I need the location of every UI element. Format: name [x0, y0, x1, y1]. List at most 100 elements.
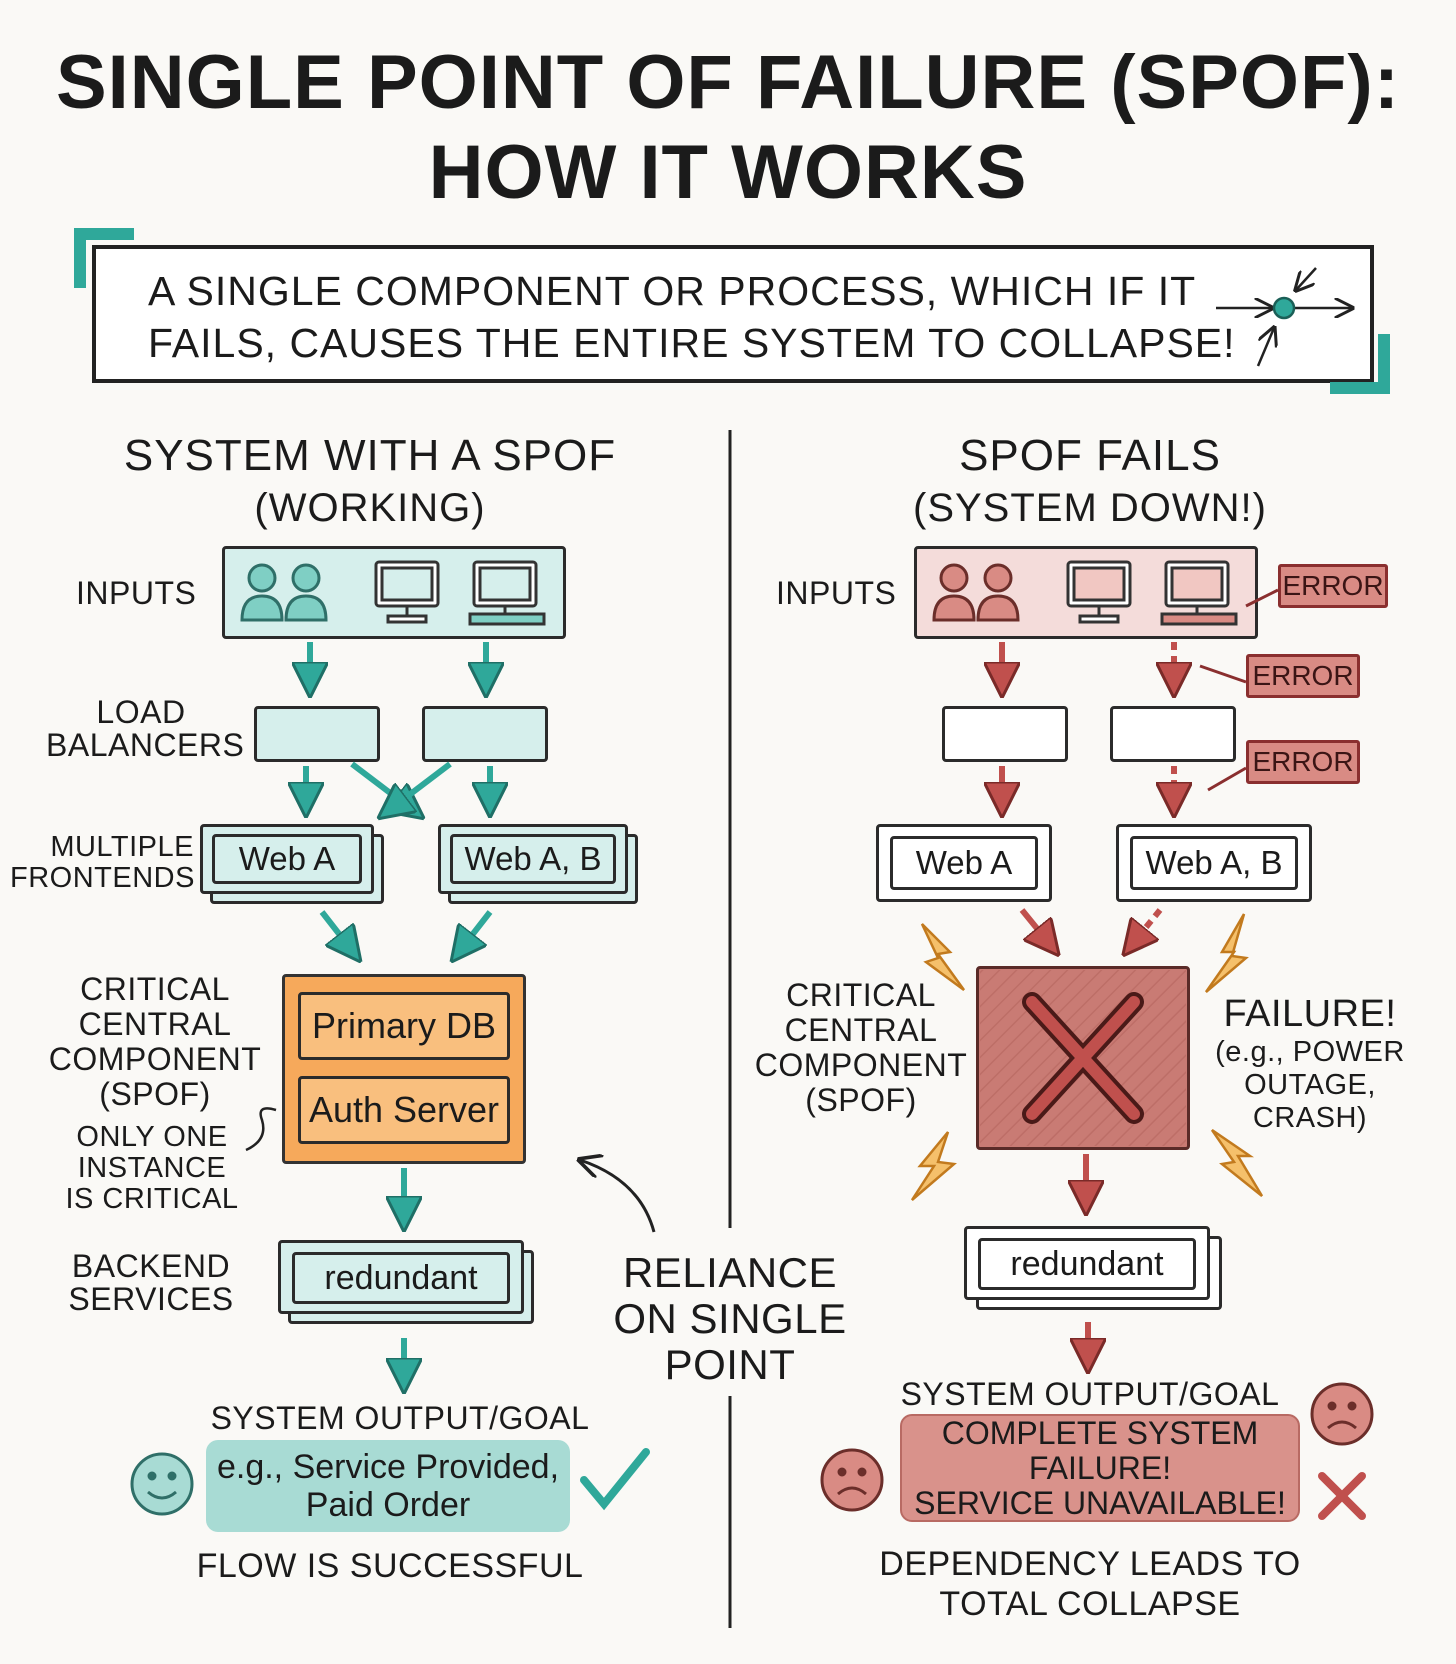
- left-backend-label: BACKEND SERVICES: [66, 1250, 236, 1316]
- monitor-icon: [374, 560, 440, 624]
- single-point-icon: [1216, 267, 1352, 367]
- failure-example-line2: OUTAGE,: [1244, 1069, 1376, 1101]
- right-frontend-ab-label: Web A, B: [1145, 844, 1283, 881]
- left-load-balancer-1: [254, 706, 380, 762]
- right-inputs-label: INPUTS: [776, 575, 897, 611]
- error-pointers: [1199, 588, 1279, 792]
- corner-accent-top-side: [74, 228, 86, 288]
- left-backend-box[interactable]: [292, 1252, 510, 1304]
- left-output-label: SYSTEM OUTPUT/GOAL: [210, 1400, 590, 1436]
- corner-accent-bottom-side: [1378, 334, 1390, 394]
- left-lb-label-line1: LOAD: [96, 694, 186, 730]
- right-output-line1: COMPLETE SYSTEM: [941, 1414, 1259, 1451]
- left-output-box: e.g., Service Provided, Paid Order: [206, 1440, 570, 1532]
- definition-box: [92, 245, 1374, 383]
- left-frontend-ab[interactable]: [450, 834, 616, 884]
- monitor-icon: [1066, 560, 1132, 624]
- right-backend-label-text: redundant: [1010, 1244, 1164, 1283]
- right-crit-label: CRITICAL CENTRAL COMPONENT (SPOF): [746, 978, 976, 1118]
- lightning-icon: [920, 923, 966, 992]
- reliance-line2: ON SINGLE: [613, 1295, 847, 1342]
- right-output-line3: SERVICE UNAVAILABLE!: [914, 1484, 1286, 1521]
- right-backend-box[interactable]: [978, 1238, 1196, 1290]
- user-pair-icon: [932, 563, 1020, 622]
- left-backend-line1: BACKEND: [71, 1248, 231, 1284]
- user-pair-icon: [240, 563, 328, 622]
- left-load-balancer-2: [422, 706, 548, 762]
- definition-line1: A SINGLE COMPONENT OR PROCESS, WHICH IF …: [148, 268, 1197, 314]
- left-fe-label-line2: FRONTENDS: [10, 862, 195, 894]
- primary-db-label: Primary DB: [311, 1005, 496, 1046]
- failure-label: FAILURE!: [1223, 993, 1397, 1035]
- left-fe-label-line1: MULTIPLE: [50, 831, 194, 863]
- right-crit-line4: (SPOF): [805, 1082, 917, 1118]
- right-crit-line2: CENTRAL: [784, 1012, 938, 1048]
- right-frontend-ab[interactable]: [1130, 836, 1298, 890]
- error-tag-lb: ERROR: [1246, 654, 1360, 698]
- left-only-line1: ONLY ONE: [76, 1121, 228, 1153]
- left-flow-label: FLOW IS SUCCESSFUL: [196, 1547, 584, 1585]
- auth-server-box[interactable]: [298, 1076, 510, 1144]
- left-frontend-a-label: Web A: [238, 840, 336, 877]
- corner-accent-top: [74, 228, 134, 240]
- right-flow-arrows: [1002, 642, 1174, 1356]
- error-tag-inputs: ERROR: [1278, 564, 1388, 608]
- monitor-icon: [468, 560, 546, 626]
- page-title-line2: HOW IT WORKS: [428, 130, 1028, 215]
- definition-line2: FAILS, CAUSES THE ENTIRE SYSTEM TO COLLA…: [148, 320, 1236, 366]
- reliance-label: RELIANCE ON SINGLE POINT: [610, 1250, 850, 1388]
- checkmark-icon: [580, 1448, 650, 1511]
- left-output-line1: e.g., Service Provided,: [216, 1448, 560, 1486]
- left-flow-arrows: [306, 642, 490, 1376]
- right-heading: SPOF FAILS (SYSTEM DOWN!): [790, 430, 1390, 534]
- left-crit-line2: CENTRAL: [78, 1006, 232, 1042]
- right-frontend-a-label: Web A: [915, 844, 1013, 881]
- left-lb-label-line2: BALANCERS: [46, 727, 245, 763]
- right-heading-line2: (SYSTEM DOWN!): [913, 486, 1267, 530]
- left-frontend-ab-label: Web A, B: [464, 840, 602, 877]
- lightning-icon: [910, 1131, 957, 1201]
- right-frontend-a[interactable]: [890, 836, 1038, 890]
- reliance-line3: POINT: [664, 1341, 796, 1388]
- left-fe-label: MULTIPLE FRONTENDS: [10, 832, 194, 894]
- right-heading-line1: SPOF FAILS: [959, 431, 1221, 480]
- left-frontend-a[interactable]: [212, 834, 362, 884]
- right-crit-line1: CRITICAL: [786, 977, 936, 1013]
- left-only-line3: IS CRITICAL: [65, 1183, 239, 1215]
- left-only-line2: INSTANCE: [77, 1152, 227, 1184]
- sad-face-icon: [1310, 1382, 1374, 1446]
- right-load-balancer-1: [942, 706, 1068, 762]
- right-output-label: SYSTEM OUTPUT/GOAL: [900, 1376, 1280, 1412]
- left-inputs-label: INPUTS: [76, 575, 197, 611]
- left-only-label: ONLY ONE INSTANCE IS CRITICAL: [62, 1122, 242, 1215]
- primary-db-box[interactable]: [298, 992, 510, 1060]
- failure-example-line1: (e.g., POWER: [1215, 1036, 1405, 1068]
- annotation-curl: [245, 1107, 277, 1152]
- right-output-line2: FAILURE!: [1028, 1449, 1172, 1486]
- left-heading: SYSTEM WITH A SPOF (WORKING): [60, 430, 680, 534]
- dependency-line2: TOTAL COLLAPSE: [939, 1585, 1241, 1623]
- left-crit-line4: (SPOF): [99, 1076, 211, 1112]
- definition-text: A SINGLE COMPONENT OR PROCESS, WHICH IF …: [148, 265, 1236, 369]
- lightning-icon: [1204, 913, 1249, 993]
- sad-face-icon: [820, 1448, 884, 1512]
- left-output-line2: Paid Order: [305, 1486, 471, 1524]
- left-backend-label-text: redundant: [324, 1258, 478, 1297]
- dependency-line1: DEPENDENCY LEADS TO: [879, 1545, 1301, 1583]
- failure-examples: (e.g., POWER OUTAGE, CRASH): [1200, 1036, 1420, 1135]
- left-crit-line3: COMPONENT: [48, 1041, 262, 1077]
- right-load-balancer-2: [1110, 706, 1236, 762]
- dependency-label: DEPENDENCY LEADS TO TOTAL COLLAPSE: [860, 1544, 1320, 1624]
- failure-example-line3: CRASH): [1252, 1102, 1368, 1134]
- smiley-icon: [130, 1452, 194, 1516]
- auth-server-label: Auth Server: [308, 1089, 500, 1130]
- lightning-icon: [1210, 1128, 1264, 1197]
- left-lb-label: LOAD BALANCERS: [46, 694, 245, 763]
- error-tag-frontend: ERROR: [1246, 740, 1360, 784]
- reliance-line1: RELIANCE: [622, 1249, 838, 1296]
- left-backend-line2: SERVICES: [68, 1281, 234, 1317]
- corner-accent-bottom: [1330, 382, 1390, 394]
- left-crit-label: CRITICAL CENTRAL COMPONENT (SPOF): [40, 972, 270, 1112]
- page-title-line1: SINGLE POINT OF FAILURE (SPOF):: [55, 40, 1401, 125]
- left-heading-line1: SYSTEM WITH A SPOF: [123, 431, 617, 480]
